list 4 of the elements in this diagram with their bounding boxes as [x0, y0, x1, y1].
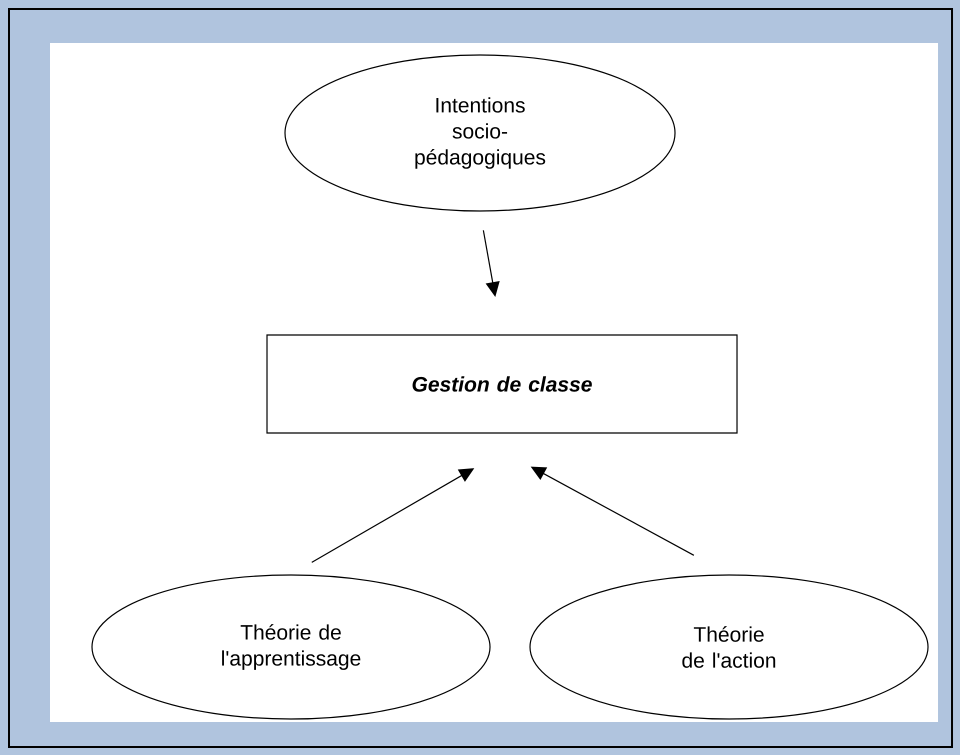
ellipse-node: Théorie de l'action	[529, 574, 929, 720]
ellipse-node: Intentions socio-pédagogiques	[284, 54, 676, 212]
process-box: Gestion de classe	[266, 334, 738, 434]
ellipse-node: Théorie de l'apprentissage	[91, 574, 491, 720]
